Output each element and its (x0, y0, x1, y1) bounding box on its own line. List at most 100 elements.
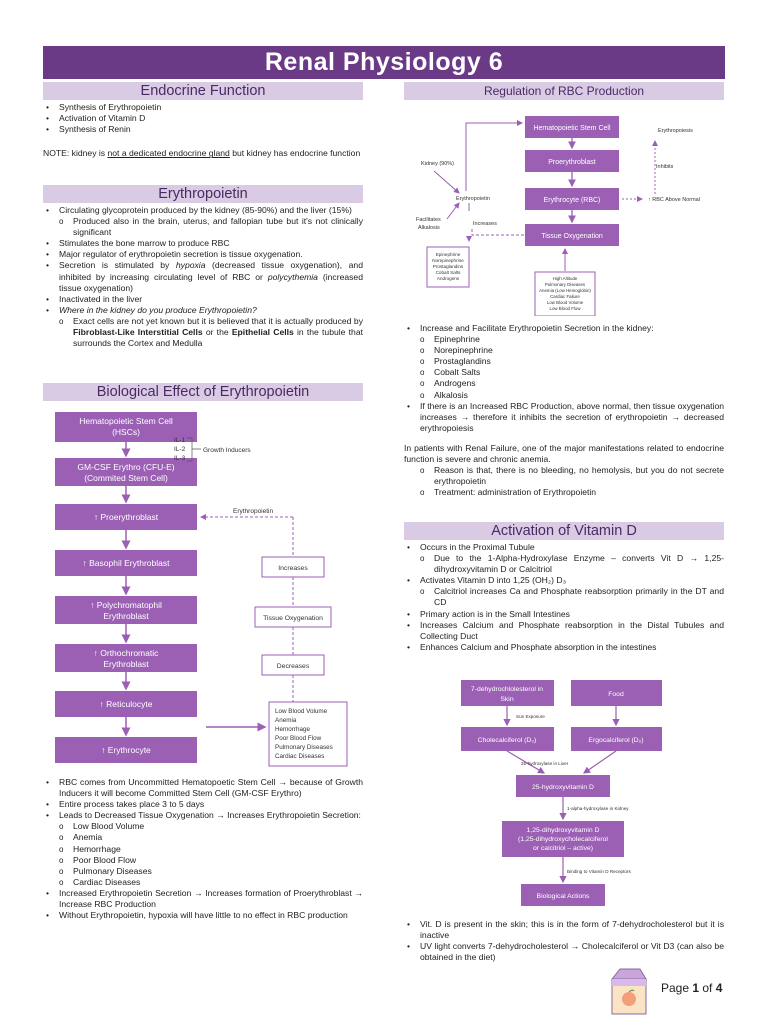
liver-label: 25-hydroxylase in Liver (521, 761, 569, 766)
cfu-e-box: GM-CSF Erythro (CFU-E)(Commited Stem Cel… (55, 458, 197, 486)
svg-text:or calcitriol – active): or calcitriol – active) (533, 845, 593, 852)
page-title: Renal Physiology 6 (43, 46, 725, 79)
section-erythropoietin: Erythropoietin (43, 185, 363, 203)
list-item: Increases Calcium and Phosphate reabsorp… (407, 620, 724, 642)
svg-text:Cardiac Diseases: Cardiac Diseases (275, 753, 324, 760)
vitamin-d-notes: Occurs in the Proximal Tubule Due to the… (404, 542, 724, 653)
tissue-oxygenation-label: Tissue Oxygenation (263, 615, 323, 622)
svg-text:Erythroblast: Erythroblast (103, 611, 149, 621)
sun-exposure-label: Sun Exposure (516, 714, 545, 719)
hypoxia-causes-box: Low Blood Volume Anemia Hemorrhage Poor … (268, 701, 348, 767)
increases-label: Increases (278, 565, 308, 572)
skin-box: 7-dehydrochlolesterol in (471, 686, 543, 693)
reticulocyte-box: ↑ Reticulocyte (55, 691, 197, 717)
svg-text:(1,25-dihydroxycholecalciferol: (1,25-dihydroxycholecalciferol (518, 836, 608, 843)
list-item: Activation of Vitamin D (46, 113, 363, 124)
svg-text:Erythroblast: Erythroblast (103, 659, 149, 669)
section-vitamin-d: Activation of Vitamin D (404, 522, 724, 540)
kidney-hydroxylase-label: 1-alpha-hydroxylase in Kidney (567, 806, 629, 811)
list-item: Vit. D is present in the skin; this is i… (407, 919, 724, 941)
list-item: RBC comes from Uncommitted Hematopoetic … (46, 777, 363, 799)
list-item: Without Erythropoietin, hypoxia will hav… (46, 910, 363, 921)
reg-stem-cell: Hematopoietic Stem Cell (533, 125, 610, 132)
renal-failure-note: In patients with Renal Failure, one of t… (404, 442, 724, 465)
list-item: Major regulator of erythropoietin secret… (46, 249, 363, 260)
list-item: Increased Erythropoietin Secretion → Inc… (46, 888, 363, 910)
il-1-label: IL-1 (174, 437, 186, 444)
svg-text:Skin: Skin (500, 696, 513, 703)
list-item: Synthesis of Erythropoietin (46, 102, 363, 113)
list-item: Circulating glycoprotein produced by the… (46, 205, 363, 238)
calcitriol-box: 1,25-dihydroxyvitamin D (527, 827, 600, 834)
reg-increases-label: Increases (473, 221, 497, 227)
svg-text:↑ Proerythroblast: ↑ Proerythroblast (94, 512, 159, 522)
list-item: Where in the kidney do you produce Eryth… (46, 305, 363, 349)
svg-text:Anemia (Low Hemoglobin): Anemia (Low Hemoglobin) (539, 288, 591, 293)
list-item: Reason is that, there is no bleeding, no… (420, 465, 724, 487)
milk-carton-icon (610, 968, 647, 1015)
25-hydroxyvitamin-d-box: 25-hydroxyvitamin D (532, 784, 594, 791)
list-item: Secretion is stimulated by hypoxia (decr… (46, 260, 363, 293)
svg-text:Prostaglandins: Prostaglandins (433, 264, 464, 269)
svg-text:Low Blood Flow: Low Blood Flow (550, 306, 582, 311)
list-item: Enhances Calcium and Phosphate absorptio… (407, 642, 724, 653)
growth-inducers-label: Growth Inducers (203, 447, 251, 454)
svg-text:Hematopoietic Stem Cell: Hematopoietic Stem Cell (79, 416, 173, 426)
erythropoietin-text: Circulating glycoprotein produced by the… (43, 205, 363, 349)
svg-text:Androgens: Androgens (437, 276, 460, 281)
alkalosis-label: Alkalosis (418, 225, 440, 231)
erythropoietin-label: Erythropoietin (233, 508, 273, 515)
svg-text:Cardiac Failure: Cardiac Failure (550, 294, 580, 299)
endocrine-note: NOTE: kidney is not a dedicated endocrin… (43, 148, 361, 159)
svg-text:Cobalt Salts: Cobalt Salts (436, 270, 461, 275)
il-2-label: IL-2 (174, 446, 186, 453)
svg-text:↑ Basophil Erythroblast: ↑ Basophil Erythroblast (83, 558, 171, 568)
list-item: Entire process takes place 3 to 5 days (46, 799, 363, 810)
svg-text:(HSCs): (HSCs) (112, 427, 140, 437)
list-item: Treatment: administration of Erythropoie… (420, 487, 724, 498)
svg-text:Norepinephrine: Norepinephrine (432, 258, 464, 263)
receptor-binding-label: Binding to Vitamin D Receptors (567, 869, 631, 874)
list-item: If there is an Increased RBC Production,… (407, 401, 724, 434)
decreases-label: Decreases (277, 663, 310, 670)
inhibits-label: Inhibits (656, 164, 674, 170)
kidney-label: Kidney (90%) (421, 161, 454, 167)
biological-effect-notes: RBC comes from Uncommitted Hematopoetic … (43, 777, 363, 921)
biological-actions-box: Biological Actions (537, 893, 590, 900)
svg-text:Pulmonary Diseases: Pulmonary Diseases (545, 282, 586, 287)
reg-erythrocyte: Erythrocyte (RBC) (544, 197, 601, 204)
svg-text:High Altitude: High Altitude (553, 276, 578, 281)
list-item: Occurs in the Proximal Tubule Due to the… (407, 542, 724, 575)
reg-epo-label: Erythropoietin (456, 196, 490, 202)
cholecalciferol-box: Cholecalciferol (D₃) (478, 737, 537, 744)
list-item: Increase and Facilitate Erythropoietin S… (407, 323, 724, 401)
erythropoiesis-label: Erythropoiesis (658, 128, 693, 134)
facilitates-label: Facilitates (416, 217, 441, 223)
ergocalciferol-box: Ergocalciferol (D₂) (588, 737, 643, 744)
endocrine-text: Synthesis of Erythropoietin Activation o… (43, 102, 363, 159)
list-item: Synthesis of Renin (46, 124, 363, 135)
list-item: Leads to Decreased Tissue Oxygenation → … (46, 810, 363, 888)
above-normal-label: ↑ RBC Above Normal (648, 197, 700, 203)
stem-cell-box: Hematopoietic Stem Cell(HSCs) (55, 412, 197, 442)
list-item: Inactivated in the liver (46, 294, 363, 305)
svg-text:↑ Orthochromatic: ↑ Orthochromatic (94, 648, 159, 658)
reg-tissue-oxygenation: Tissue Oxygenation (541, 233, 603, 240)
reg-proerythroblast: Proerythroblast (548, 159, 596, 166)
list-item: Primary action is in the Small Intestine… (407, 609, 724, 620)
biological-effect-diagram: Hematopoietic Stem Cell(HSCs) GM-CSF Ery… (55, 412, 348, 767)
list-item: UV light converts 7-dehydrocholesterol →… (407, 941, 724, 963)
rbc-regulation-diagram: Hematopoietic Stem Cell Proerythroblast … (416, 116, 700, 316)
page-number: Page 1 of 4 (661, 981, 723, 995)
proerythroblast-box: ↑ Proerythroblast (55, 504, 197, 530)
svg-text:Epinephrine: Epinephrine (436, 252, 461, 257)
list-item: Activates Vitamin D into 1,25 (OH₂) D₃ C… (407, 575, 724, 608)
erythrocyte-box: ↑ Erythrocyte (55, 737, 197, 763)
svg-text:Hemorrhage: Hemorrhage (275, 726, 310, 733)
svg-text:Anemia: Anemia (275, 717, 297, 724)
